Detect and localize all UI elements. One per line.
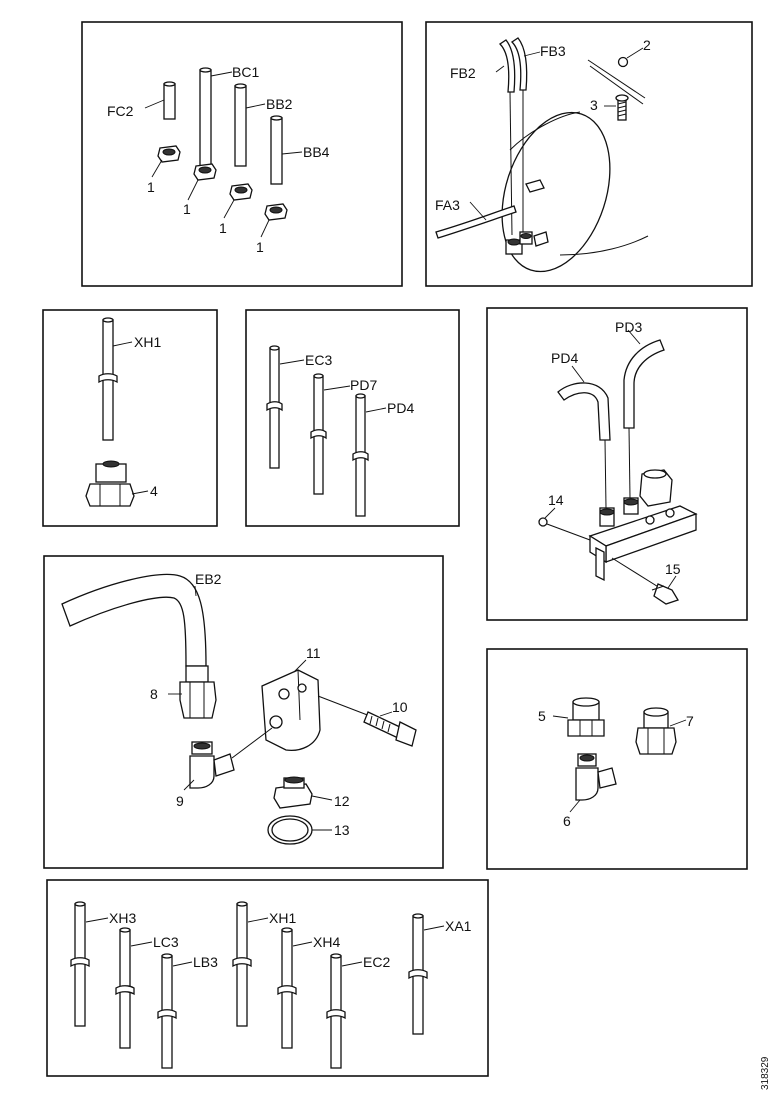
nut-1c — [229, 183, 253, 201]
tube-ec2 — [326, 953, 346, 1069]
screw-14 — [538, 517, 591, 541]
tube-bc1 — [199, 67, 212, 169]
label-xa1: XA1 — [445, 918, 472, 934]
tube-xh1-panel8 — [232, 901, 252, 1027]
panel-6-eb2-assembly: EB2 8 9 10 11 12 13 — [43, 555, 444, 869]
tube-xh1 — [98, 317, 118, 441]
tube-xh4 — [277, 927, 297, 1049]
label-5: 5 — [538, 708, 546, 724]
label-xh1-panel8: XH1 — [269, 910, 296, 926]
fitting-block-fa — [505, 231, 549, 255]
label-11: 11 — [306, 645, 321, 661]
label-4: 4 — [150, 483, 158, 499]
wheel-rim-line — [509, 111, 581, 151]
panel-4-frame — [245, 309, 460, 527]
screw-3 — [615, 94, 629, 121]
label-8: 8 — [150, 686, 158, 702]
panel-7-frame — [486, 648, 748, 870]
tube-lc3 — [115, 927, 135, 1049]
label-pd3: PD3 — [615, 319, 642, 335]
label-fb2: FB2 — [450, 65, 476, 81]
axle-line — [559, 235, 649, 256]
hose-fa3 — [435, 205, 517, 239]
tube-fc2 — [163, 81, 176, 120]
bolt-15 — [611, 557, 679, 605]
elbow-9 — [189, 741, 235, 789]
label-lb3: LB3 — [193, 954, 218, 970]
label-xh1: XH1 — [134, 334, 161, 350]
label-1d: 1 — [256, 239, 264, 255]
wheel-disk — [501, 111, 611, 273]
label-ec3: EC3 — [305, 352, 332, 368]
block-11 — [261, 669, 321, 752]
wheel-fitting — [525, 179, 545, 193]
tube-ec3 — [266, 345, 283, 469]
label-6: 6 — [563, 813, 571, 829]
label-pd7: PD7 — [350, 377, 377, 393]
label-fc2: FC2 — [107, 103, 134, 119]
panel-2-wheel-lines: FB2 FB3 2 3 FA3 — [425, 21, 753, 287]
nut-1a — [157, 145, 181, 163]
panel-2-frame — [425, 21, 753, 287]
panel-5-valve-block: PD4 PD3 14 15 — [486, 307, 748, 621]
label-pd4: PD4 — [387, 400, 414, 416]
label-2: 2 — [643, 37, 651, 53]
panel-3-xh1-adapter: XH1 4 — [42, 309, 218, 527]
label-3: 3 — [590, 97, 598, 113]
label-pd4-panel5: PD4 — [551, 350, 578, 366]
hose-fb3 — [510, 37, 528, 91]
label-bb2: BB2 — [266, 96, 293, 112]
elbow-6 — [575, 753, 617, 801]
label-7: 7 — [686, 713, 694, 729]
panel-8-tubes: XH3 LC3 LB3 XH1 XH4 EC2 XA1 — [46, 879, 489, 1077]
panel-7-fittings: 5 7 6 — [486, 648, 748, 870]
bolt-10 — [317, 695, 417, 747]
label-ec2: EC2 — [363, 954, 390, 970]
label-fb3: FB3 — [540, 43, 566, 59]
fitting-8 — [179, 665, 217, 719]
label-14: 14 — [548, 492, 564, 508]
adapter-4 — [85, 460, 135, 507]
bracket-line — [587, 59, 646, 99]
figure-id: 318329 — [760, 1056, 771, 1090]
fitting-7 — [635, 707, 677, 755]
tube-pd4 — [352, 393, 369, 517]
nut-1b — [193, 163, 217, 181]
nut-1d — [264, 203, 288, 221]
tube-lb3 — [157, 953, 177, 1069]
hose-pd3-bent — [623, 339, 665, 429]
panel-5-frame — [486, 307, 748, 621]
label-xh4: XH4 — [313, 934, 340, 950]
tube-xa1 — [408, 913, 428, 1035]
label-fa3: FA3 — [435, 197, 460, 213]
label-xh3: XH3 — [109, 910, 136, 926]
label-15: 15 — [665, 561, 681, 577]
label-bc1: BC1 — [232, 64, 259, 80]
panel-4-tubes: EC3 PD7 PD4 — [245, 309, 460, 527]
tube-pd7 — [310, 373, 327, 495]
label-eb2: EB2 — [195, 571, 222, 587]
label-1b: 1 — [183, 201, 191, 217]
valve-block — [588, 469, 698, 582]
label-1c: 1 — [219, 220, 227, 236]
label-13: 13 — [334, 822, 350, 838]
fitting-5 — [567, 697, 605, 737]
label-1a: 1 — [147, 179, 155, 195]
tube-bb2 — [234, 83, 247, 167]
label-bb4: BB4 — [303, 144, 330, 160]
tube-xh3 — [70, 901, 90, 1027]
label-9: 9 — [176, 793, 184, 809]
label-12: 12 — [334, 793, 350, 809]
panel-1-tubes-nuts: FC2 BC1 BB2 BB4 1 1 1 1 — [81, 21, 403, 287]
washer-2 — [617, 56, 629, 68]
nut-12 — [273, 776, 313, 809]
label-10: 10 — [392, 699, 408, 715]
tube-bb4 — [270, 115, 283, 185]
label-lc3: LC3 — [153, 934, 179, 950]
hose-fb2 — [498, 39, 516, 93]
